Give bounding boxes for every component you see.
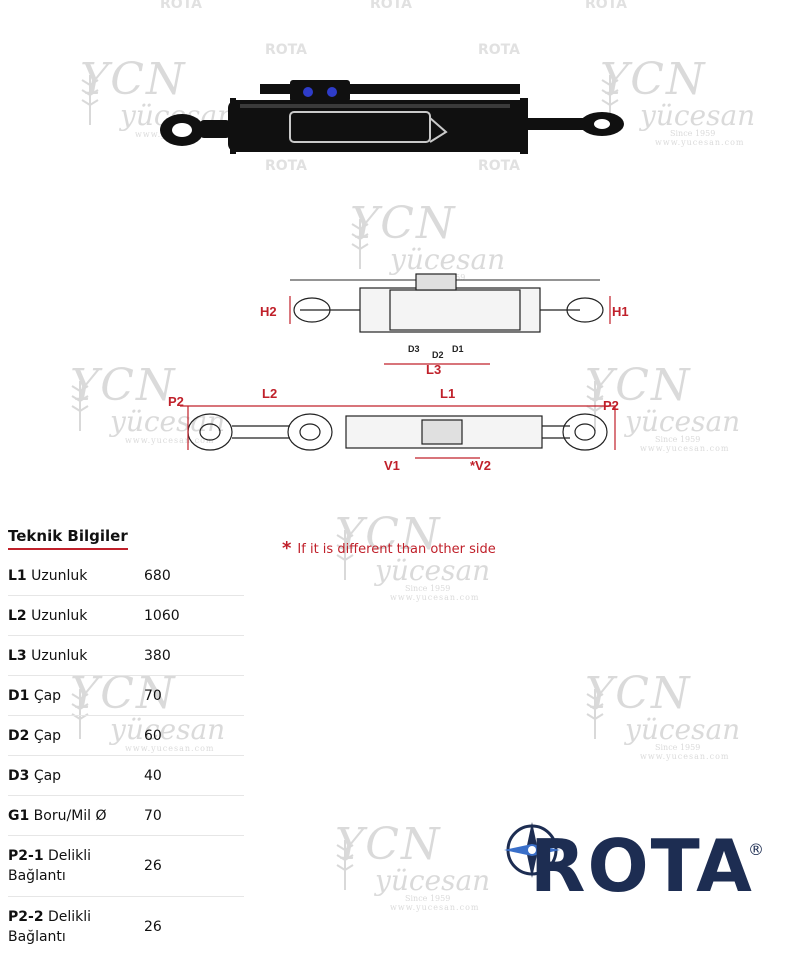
- rota-watermark: ROTA: [160, 0, 202, 12]
- label-l1: L1: [440, 386, 455, 401]
- wheat-icon: [81, 75, 99, 125]
- label-v2: *V2: [470, 458, 491, 473]
- label-l2: L2: [262, 386, 277, 401]
- label-h1: H1: [612, 304, 629, 319]
- label-d2: D2: [432, 350, 444, 360]
- side-view: [187, 413, 608, 451]
- label-d1: D1: [452, 344, 464, 354]
- wheat-icon: [336, 840, 354, 890]
- registered-mark: ®: [748, 840, 764, 859]
- rota-watermark: ROTA: [265, 42, 307, 58]
- top-view: [290, 273, 604, 333]
- rota-watermark: ROTA: [585, 0, 627, 12]
- rota-watermark: ROTA: [478, 42, 520, 58]
- label-d3: D3: [408, 344, 420, 354]
- ycn-watermark: YCN yücesan Since 1959 www.yucesan.com: [585, 672, 740, 762]
- wheat-icon: [71, 381, 89, 431]
- different-side-note: * If it is different than other side: [282, 540, 496, 558]
- label-v1: V1: [384, 458, 400, 473]
- rota-watermark: ROTA: [370, 0, 412, 12]
- label-p2-left: P2: [168, 394, 184, 409]
- label-h2: H2: [260, 304, 277, 319]
- label-p2-right: P2: [603, 398, 619, 413]
- asterisk-icon: *: [282, 538, 292, 559]
- note-text: If it is different than other side: [297, 541, 496, 557]
- rota-compass-logo: [504, 822, 560, 878]
- ycn-watermark: YCN yücesan Since 1959 www.yucesan.com: [335, 823, 490, 913]
- wheat-icon: [586, 689, 604, 739]
- dimension-diagram: H2 H1 L3 D3 D2 D1 P2 L2 L1 P2 V1 *V2: [168, 273, 629, 473]
- hydraulic-cylinder-photo: [160, 80, 624, 154]
- rota-logo-text: ROTA: [530, 824, 754, 908]
- rota-watermark: ROTA: [265, 158, 307, 174]
- label-l3: L3: [426, 362, 441, 377]
- spec-title: Teknik Bilgiler: [8, 527, 128, 550]
- rota-watermark: ROTA: [478, 158, 520, 174]
